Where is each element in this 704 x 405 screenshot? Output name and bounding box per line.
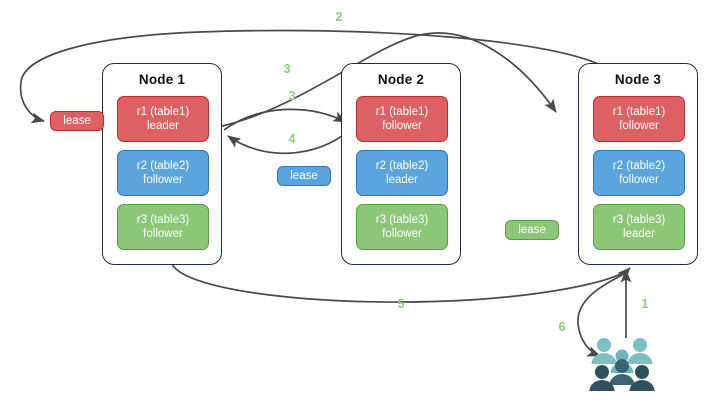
range-n1r1-line2: leader [147,120,179,132]
range-n2r3-line1: r3 (table3) [375,214,429,226]
range-n3r3-line1: r3 (table3) [612,214,666,226]
edge-label-4: 4 [288,132,296,146]
lease-badge-r3[interactable]: lease [505,220,559,240]
range-n3r2-line2: follower [619,174,659,186]
range-n2r1[interactable]: r1 (table1) follower [356,96,448,142]
users-group-icon [589,338,655,391]
lease-badge-r1[interactable]: lease [50,111,104,131]
node-container-node1[interactable]: Node 1 r1 (table1) leader r2 (table2) fo… [102,63,222,265]
range-n3r1[interactable]: r1 (table1) follower [593,96,685,142]
range-n3r3[interactable]: r3 (table3) leader [593,204,685,250]
edge-label-6: 6 [558,320,566,334]
node-title-node1: Node 1 [138,72,186,87]
edge-label-5: 5 [397,297,405,311]
range-n3r2[interactable]: r2 (table2) follower [593,150,685,196]
node-container-node2[interactable]: Node 2 r1 (table1) follower r2 (table2) … [341,63,461,265]
edge-label-3a: 3 [283,62,291,76]
range-n3r1-line2: follower [619,120,659,132]
range-n2r2-line2: leader [386,174,418,186]
range-n3r1-line1: r1 (table1) [612,106,666,118]
lease-badge-r2[interactable]: lease [277,166,331,186]
range-n1r2-line1: r2 (table2) [136,160,190,172]
range-n1r2[interactable]: r2 (table2) follower [117,150,209,196]
node-title-node2: Node 2 [377,72,425,87]
node-title-node3: Node 3 [614,72,662,87]
range-n2r3[interactable]: r3 (table3) follower [356,204,448,250]
range-n2r1-line1: r1 (table1) [375,106,429,118]
range-n2r3-line2: follower [382,228,422,240]
range-n2r1-line2: follower [382,120,422,132]
range-n1r3[interactable]: r3 (table3) follower [117,204,209,250]
range-n1r1-line1: r1 (table1) [136,106,190,118]
range-n3r3-line2: leader [623,228,655,240]
range-n1r3-line2: follower [143,228,183,240]
range-n2r2[interactable]: r2 (table2) leader [356,150,448,196]
range-n1r3-line1: r3 (table3) [136,214,190,226]
node-container-node3[interactable]: Node 3 r1 (table1) follower r2 (table2) … [578,63,698,265]
range-n1r2-line2: follower [143,174,183,186]
edge-label-1: 1 [641,297,649,311]
edge-label-3b: 3 [288,89,296,103]
edge-3-short-path [223,108,347,131]
edge-label-2: 2 [335,10,343,24]
range-n2r2-line1: r2 (table2) [375,160,429,172]
range-n1r1[interactable]: r1 (table1) leader [117,96,209,142]
range-n3r2-line1: r2 (table2) [612,160,666,172]
